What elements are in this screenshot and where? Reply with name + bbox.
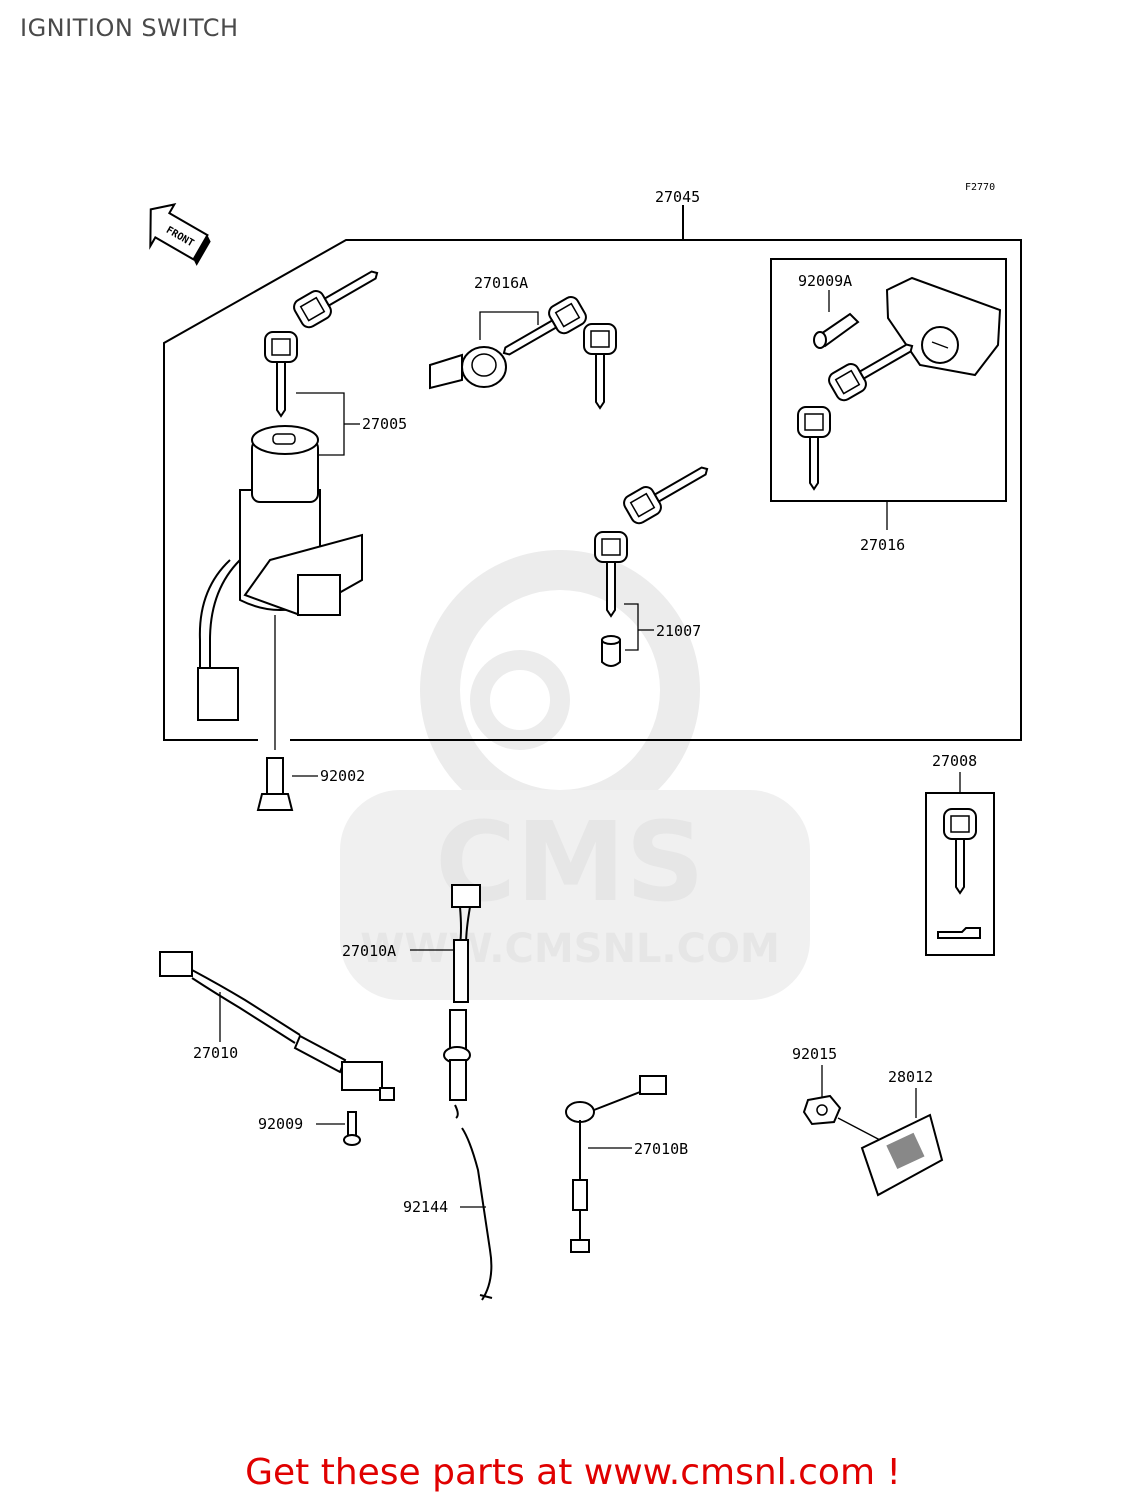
- plate-28012: 28012: [860, 1068, 944, 1197]
- key-card-27008: 27008: [925, 752, 995, 956]
- label-27008: 27008: [932, 752, 977, 770]
- label-27010B: 27010B: [634, 1140, 688, 1158]
- label-21007: 21007: [656, 622, 701, 640]
- kit-frame-27045: 27045: [163, 188, 1022, 741]
- label-27016: 27016: [860, 536, 905, 554]
- ignition-switch-27005: 27005: [197, 270, 407, 750]
- bolt-92002: 92002: [256, 757, 365, 811]
- front-arrow-icon: FRONT: [149, 203, 211, 266]
- lock-27016A: 27016A: [429, 274, 617, 410]
- switch-27010A: 27010A: [342, 884, 481, 1119]
- page-title: IGNITION SWITCH: [20, 14, 239, 42]
- lock-housing: [885, 276, 1002, 377]
- label-27010: 27010: [193, 1044, 238, 1062]
- key-cap-21007: 21007: [594, 466, 709, 667]
- label-27045: 27045: [655, 188, 700, 206]
- switch-27010B: 27010B: [565, 1075, 688, 1253]
- switch-27010: 27010: [159, 951, 395, 1101]
- label-27005: 27005: [362, 415, 407, 433]
- label-92009: 92009: [258, 1115, 303, 1133]
- label-92015: 92015: [792, 1045, 837, 1063]
- watermark: CMS WWW.CMSNL.COM: [340, 550, 810, 1000]
- nut-92015: 92015: [792, 1045, 881, 1141]
- screw-92009A: 92009A: [798, 272, 860, 349]
- kit-box-27016: 27016: [770, 258, 1007, 554]
- label-27010A: 27010A: [342, 942, 396, 960]
- key-pair-27016: [797, 343, 914, 491]
- label-92009A: 92009A: [798, 272, 852, 290]
- watermark-url: WWW.CMSNL.COM: [360, 926, 780, 972]
- label-92002: 92002: [320, 767, 365, 785]
- screw-92009: 92009: [258, 1111, 361, 1146]
- label-92144: 92144: [403, 1198, 448, 1216]
- figure-code: F2770: [965, 182, 995, 193]
- label-28012: 28012: [888, 1068, 933, 1086]
- label-27016A: 27016A: [474, 274, 528, 292]
- rod-92144: 92144: [403, 1127, 493, 1301]
- footer-promo: Get these parts at www.cmsnl.com !: [245, 1452, 901, 1493]
